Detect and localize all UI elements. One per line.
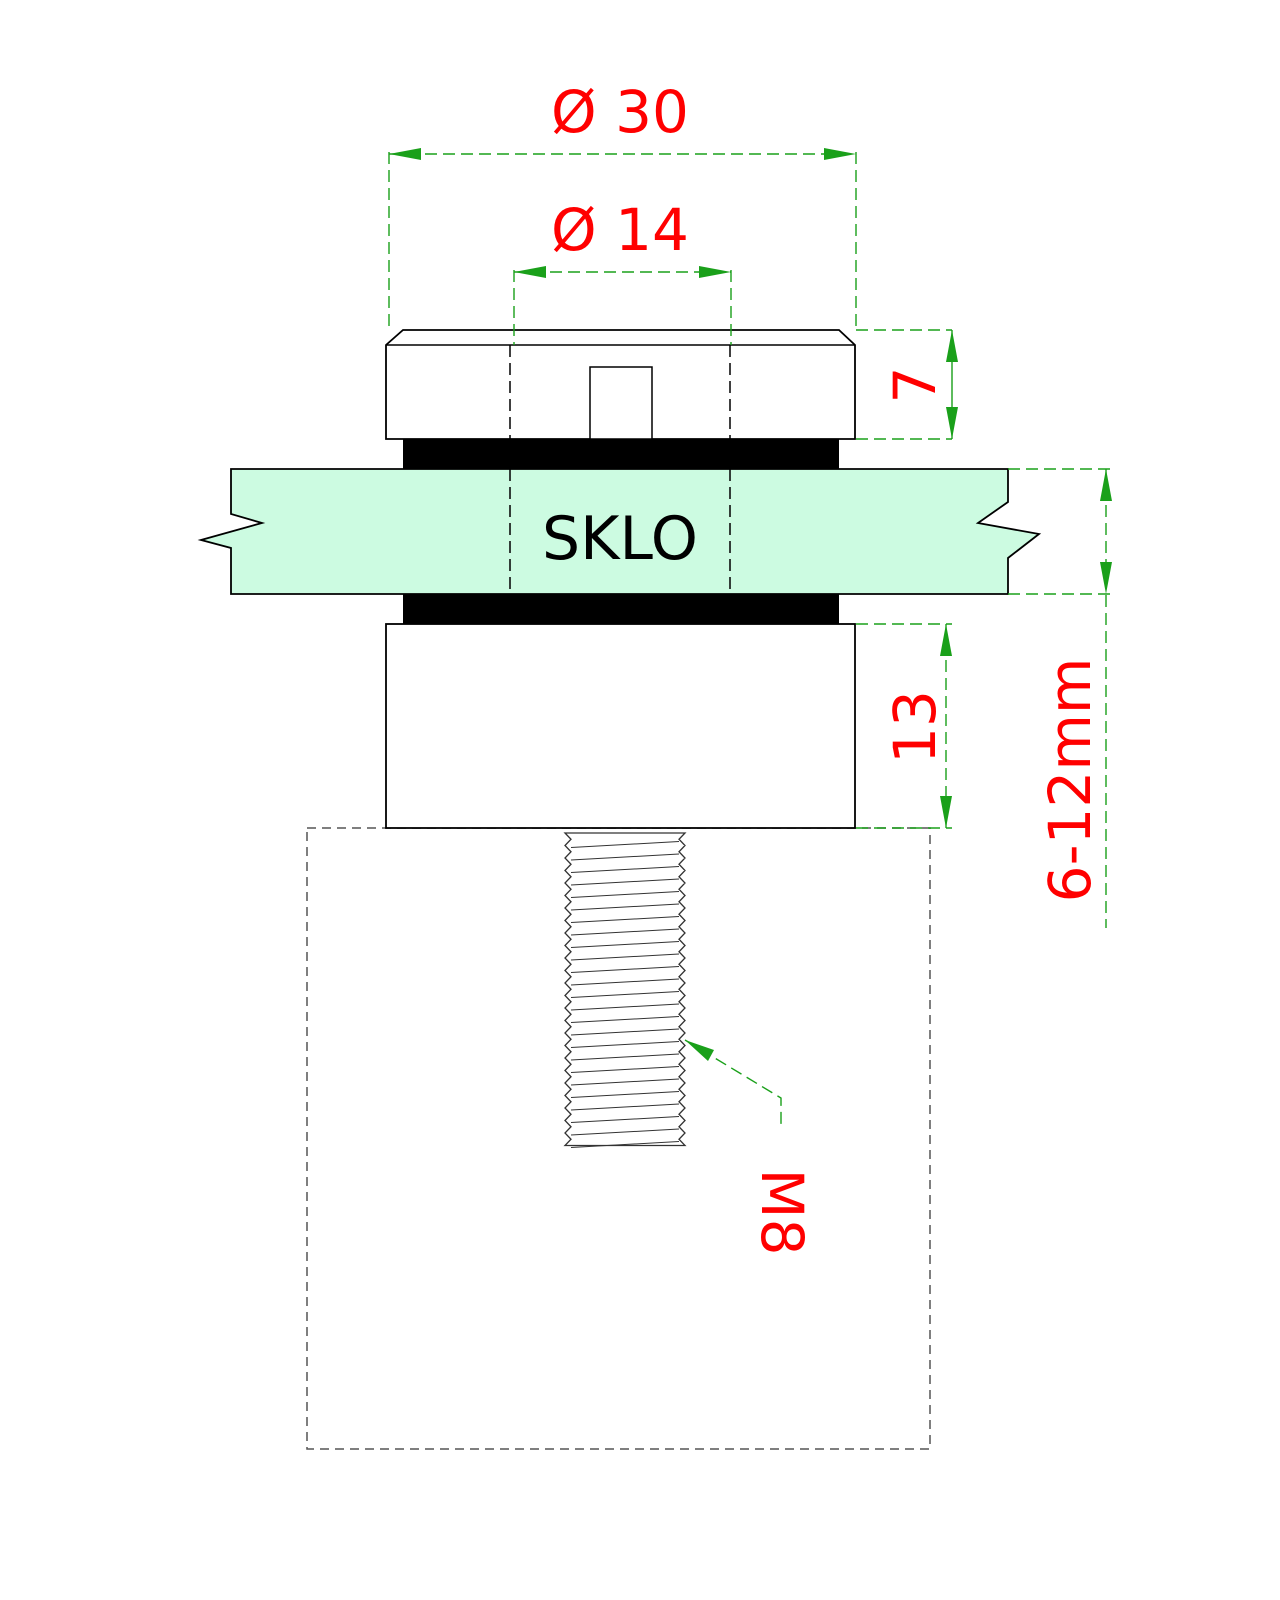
thread-crest-line: [570, 916, 680, 923]
thread-crest-line: [570, 928, 680, 936]
thread-crest-line: [570, 941, 680, 948]
thread-crest-line: [570, 1116, 680, 1123]
upper-gasket: [403, 439, 839, 469]
thread-crest-line: [570, 1028, 680, 1036]
thread-crest-line: [570, 891, 680, 898]
base-height-label: 13: [881, 690, 949, 764]
thread-crest-line: [570, 1016, 680, 1023]
cap: [385, 329, 856, 440]
thread-crest-line: [570, 1091, 680, 1098]
thread-callout: M8: [684, 1039, 816, 1256]
thread-label: M8: [748, 1169, 816, 1256]
dimension-cap-height: 7: [856, 329, 958, 440]
cap-slot: [589, 366, 653, 440]
dimension-inner-diameter: Ø 14: [513, 196, 732, 345]
thread-crest-line: [570, 1003, 680, 1011]
glass-thickness-label: 6-12mm: [1036, 658, 1104, 903]
dimension-base-height: 13: [856, 623, 952, 829]
thread-crest-line: [570, 978, 680, 986]
glass-panel: SKLO: [197, 468, 1042, 595]
thread-crest-line: [570, 1066, 680, 1073]
thread-crest-line: [570, 853, 680, 861]
outer-diameter-label: Ø 30: [551, 78, 689, 146]
dimension-outer-diameter: Ø 30: [388, 78, 857, 330]
thread-crest-line: [570, 1103, 680, 1111]
thread-crest-line: [570, 1128, 680, 1136]
thread-crest-line: [570, 991, 680, 998]
thread-crest-line: [570, 1053, 680, 1061]
thread-crest-line: [570, 966, 680, 973]
thread-crest-line: [570, 953, 680, 961]
thread-crest-line: [570, 1141, 680, 1148]
threaded-rod: [563, 832, 687, 1148]
inner-diameter-label: Ø 14: [551, 196, 689, 264]
thread-crest-line: [570, 866, 680, 873]
dimension-glass-thickness: 6-12mm: [1008, 468, 1112, 928]
cap-height-label: 7: [881, 367, 949, 404]
lower-gasket: [403, 594, 839, 624]
hidden-mounting-block: [306, 827, 931, 1450]
glass-label: SKLO: [542, 504, 698, 574]
thread-crest-line: [570, 903, 680, 911]
thread-crest-line: [570, 841, 680, 848]
base-cylinder: [385, 623, 856, 829]
thread-crest-line: [570, 1078, 680, 1086]
thread-crest-line: [570, 1041, 680, 1048]
thread-crest-line: [570, 878, 680, 886]
